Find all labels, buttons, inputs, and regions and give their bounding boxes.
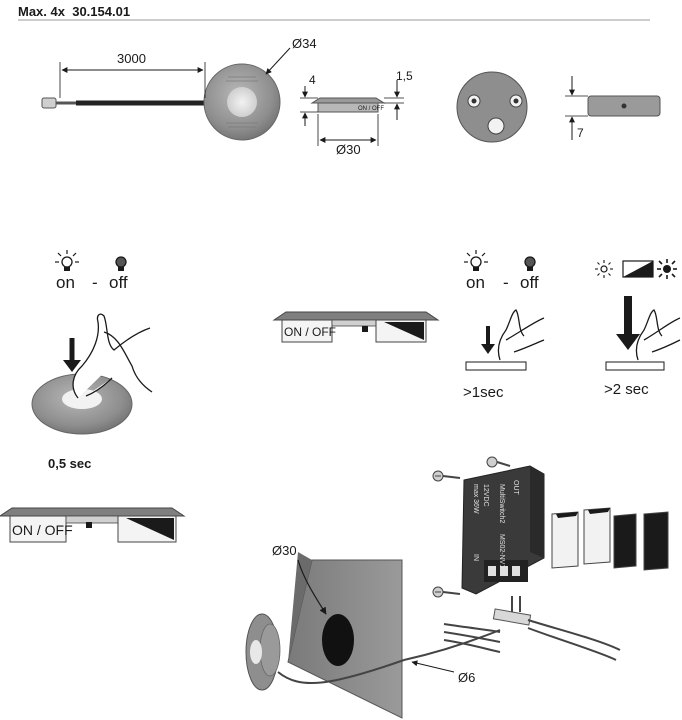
mounting-plate-top-view bbox=[456, 71, 528, 143]
controller-device: MultiSwitch2 MS02-NV12 12VDC max 36W OUT… bbox=[461, 465, 545, 595]
device-out-label: OUT bbox=[512, 480, 519, 496]
bulb-on-icon bbox=[55, 250, 79, 271]
device-brand: MultiSwitch2 bbox=[498, 484, 505, 523]
profile-switch-text: ON / OFF bbox=[358, 106, 384, 112]
off-label-right: off bbox=[520, 273, 539, 292]
bulb-off-icon bbox=[115, 256, 127, 271]
sensor-with-cable bbox=[41, 63, 281, 141]
finger-press-illustration bbox=[31, 313, 153, 435]
dim-low-icon bbox=[595, 260, 613, 278]
switch-label-middle: ON / OFF bbox=[284, 325, 336, 339]
screw-top-center bbox=[486, 456, 511, 468]
cutout-hole bbox=[322, 614, 354, 666]
outer-diameter-dimension: Ø34 bbox=[265, 36, 317, 75]
mount-height-label: 7 bbox=[577, 126, 584, 140]
dim-ramp-icon bbox=[622, 260, 654, 278]
quantity-label: Max. 4x bbox=[18, 4, 65, 19]
sensor-lens bbox=[227, 87, 257, 117]
long-press-illustration bbox=[605, 296, 681, 371]
cable-connector bbox=[41, 97, 57, 109]
outer-diameter-label: Ø34 bbox=[292, 36, 317, 51]
screw-bottom bbox=[432, 586, 461, 598]
switch-cross-section-bottom: ON / OFF bbox=[0, 507, 186, 543]
cable-diameter-label: Ø6 bbox=[458, 670, 475, 685]
wire-connector bbox=[443, 596, 621, 661]
off-label-left: off bbox=[109, 273, 128, 292]
short-press-illustration bbox=[465, 309, 545, 371]
screw-top bbox=[432, 470, 461, 482]
cable-length-dimension: 3000 bbox=[59, 51, 206, 98]
device-voltage: 12VDC bbox=[482, 484, 489, 507]
tap-time-label: 0,5 sec bbox=[48, 456, 91, 471]
bulb-off-icon-right bbox=[524, 256, 536, 271]
dash-left: - bbox=[92, 273, 98, 292]
body-diameter-label: Ø30 bbox=[336, 142, 361, 157]
article-number: 30.154.01 bbox=[72, 4, 131, 19]
mounting-plate-side-view: 7 bbox=[565, 76, 661, 140]
dim-high-icon bbox=[657, 259, 677, 279]
sensor-front-bottom bbox=[245, 613, 281, 691]
height-label: 4 bbox=[309, 73, 316, 87]
on-label-left: on bbox=[56, 273, 75, 292]
cable-diameter-dimension: Ø6 bbox=[411, 660, 475, 685]
cover-height-label: 1,5 bbox=[396, 69, 413, 83]
bulb-on-icon-right bbox=[464, 250, 488, 271]
cable-to-wall bbox=[277, 659, 405, 685]
sensor-side-profile: ON / OFF 4 1,5 Ø30 bbox=[300, 69, 413, 157]
cutout-diameter-label: Ø30 bbox=[272, 543, 297, 558]
adhesive-pads bbox=[551, 507, 669, 571]
device-power: max 36W bbox=[472, 484, 479, 514]
dash-right: - bbox=[503, 273, 509, 292]
long-press-label: >2 sec bbox=[604, 381, 649, 398]
switch-label-bottom: ON / OFF bbox=[12, 522, 73, 538]
switch-cross-section-middle: ON / OFF bbox=[272, 311, 440, 343]
device-model: MS02-NV12 bbox=[498, 534, 505, 572]
device-in-label: IN bbox=[472, 554, 479, 561]
cable-length-label: 3000 bbox=[117, 51, 146, 66]
short-press-label: >1sec bbox=[463, 384, 504, 401]
cable-to-connector bbox=[403, 629, 501, 661]
page-header: Max. 4x 30.154.01 bbox=[18, 4, 130, 19]
on-label-right: on bbox=[466, 273, 485, 292]
cutout-diameter-dimension: Ø30 bbox=[272, 543, 327, 615]
